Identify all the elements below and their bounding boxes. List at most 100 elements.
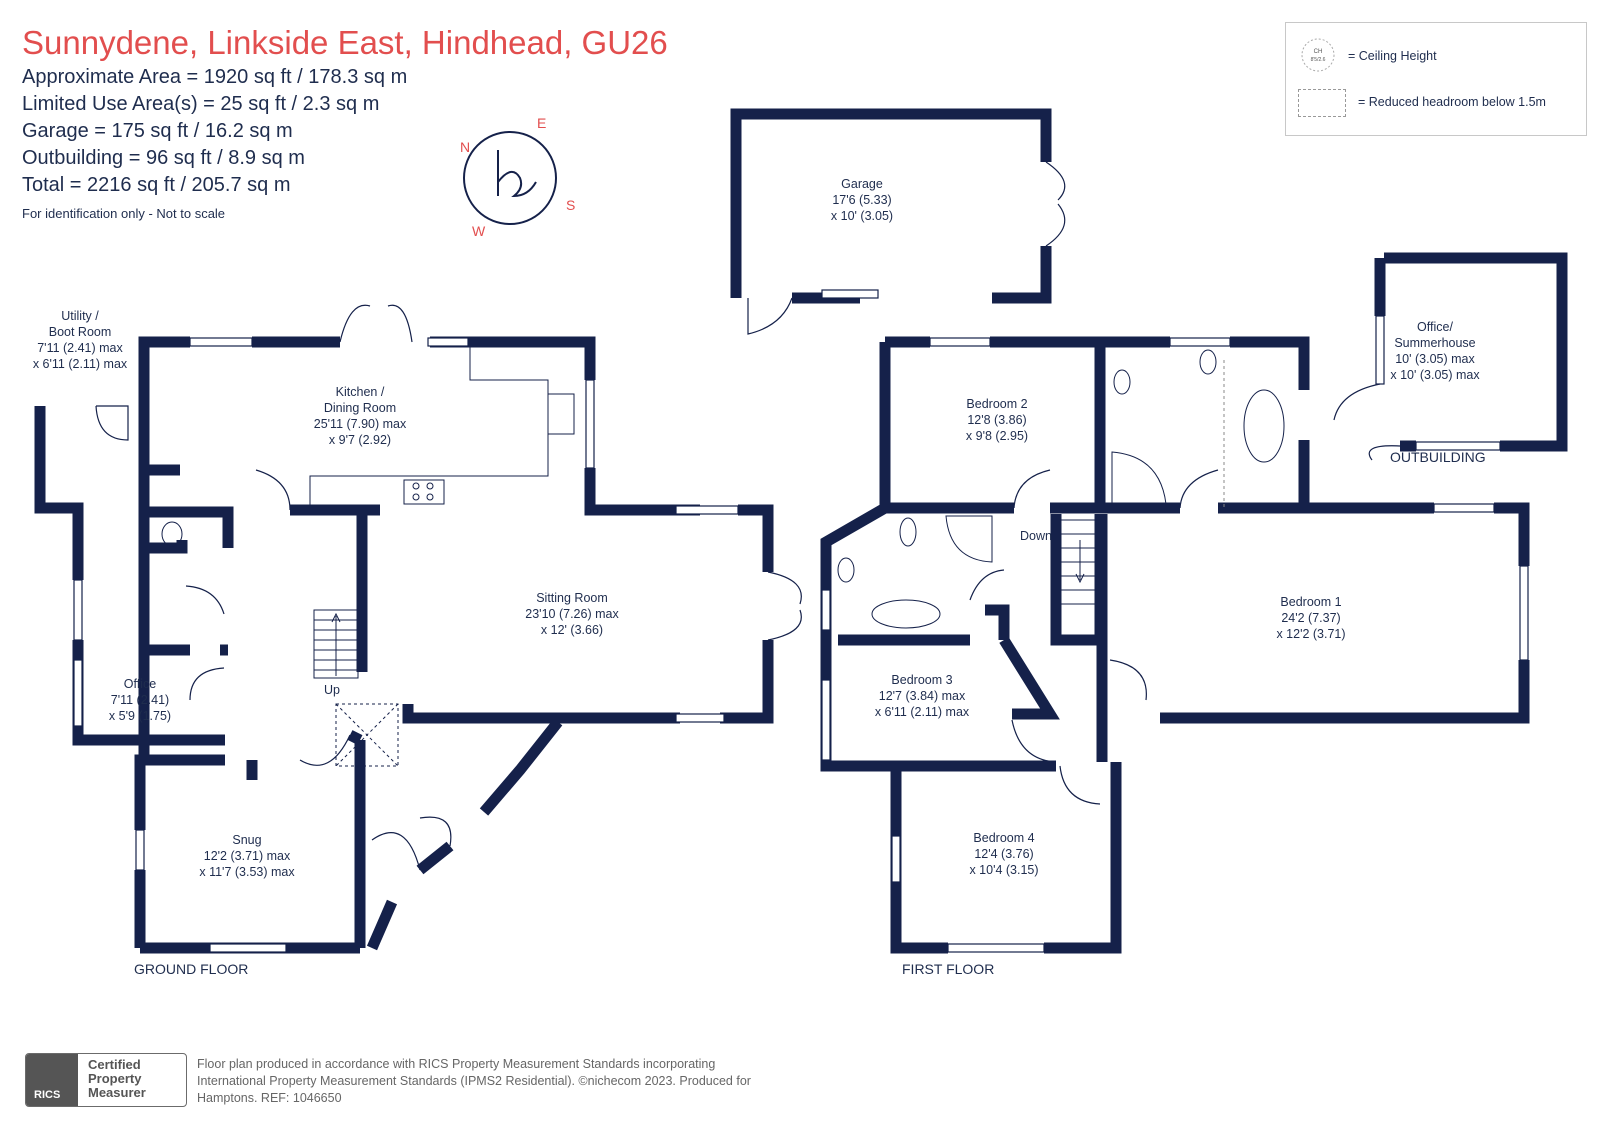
kitchen-units (309, 342, 575, 506)
ensuite-toilet (899, 517, 917, 547)
bathroom-fittings (161, 349, 1285, 629)
ceiling-symbol-top: CH (1314, 49, 1323, 55)
main-basin (1113, 369, 1131, 395)
ensuite-window (821, 589, 831, 631)
compass-logo: N E S W (460, 115, 575, 239)
ensuite-bath (871, 599, 941, 629)
footer-line-3: Hamptons. REF: 1046650 (197, 1091, 342, 1105)
main-bath (1243, 389, 1285, 463)
total-area: Total = 2216 sq ft / 205.7 sq m (22, 174, 291, 196)
wc-door (185, 585, 225, 615)
ceiling-height-icon: CH 8'5/2.6 (1301, 38, 1335, 72)
main-toilet (1199, 349, 1217, 375)
reduced-headroom-swatch (1298, 89, 1346, 117)
stairs-down-label: Down (1020, 529, 1052, 543)
outbuilding-window-side (1375, 315, 1385, 385)
sitting-window-bottom (675, 713, 725, 723)
ground-floor-interior-walls (140, 464, 380, 780)
bedroom4-door (1059, 765, 1101, 805)
wc-toilet (161, 521, 183, 547)
bathroom-window (1169, 337, 1231, 347)
ensuite-shower (945, 515, 993, 563)
front-door (371, 816, 452, 871)
garage-door (1045, 161, 1066, 247)
first-floor-walls (820, 336, 1530, 954)
first-floor-label: FIRST FLOOR (902, 961, 994, 977)
kitchen-window-left (189, 337, 253, 347)
utility-window (73, 579, 83, 641)
identification-note: For identification only - Not to scale (22, 206, 226, 221)
outbuilding-area: Outbuilding = 96 sq ft / 8.9 sq m (22, 147, 305, 169)
garage-window (821, 289, 879, 299)
ground-stair-flight (313, 609, 359, 679)
footer-line-2: International Property Measurement Stand… (197, 1074, 751, 1088)
rics-logo: RICS (26, 1054, 78, 1106)
rics-badge: RICS Certified Property Measurer (25, 1053, 187, 1107)
utility-door (95, 405, 129, 441)
outbuilding-label: OUTBUILDING (1390, 449, 1486, 465)
office-door (189, 667, 225, 701)
bedroom2-door (1013, 469, 1051, 509)
doors (95, 161, 1401, 871)
approximate-area: Approximate Area = 1920 sq ft / 178.3 sq… (22, 66, 408, 88)
kitchen-window-right (427, 337, 469, 347)
hob-ring-1 (412, 482, 420, 490)
ceiling-height-label: = Ceiling Height (1348, 49, 1437, 63)
garage-side-door (747, 297, 793, 335)
ceiling-symbol-bottom: 8'5/2.6 (1311, 57, 1326, 63)
legend: CH 8'5/2.6 = Ceiling Height = Reduced he… (1285, 22, 1587, 136)
hob-ring-3 (412, 493, 420, 501)
page-title: Sunnydene, Linkside East, Hindhead, GU26 (22, 24, 668, 61)
certified-line-2: Property (88, 1071, 142, 1086)
walls (34, 108, 1568, 954)
hob-ring-4 (426, 493, 434, 501)
first-stair-treads (1060, 533, 1098, 605)
reduced-headroom-label: = Reduced headroom below 1.5m (1358, 95, 1546, 109)
first-stair-flight (1059, 519, 1099, 639)
kitchen-sink (547, 393, 575, 435)
ground-stairs (313, 609, 399, 767)
certified-text: Certified Property Measurer (88, 1058, 146, 1100)
main-shower (1111, 451, 1167, 505)
bedroom4-window-bottom (947, 943, 1045, 953)
kitchen-hob (403, 479, 445, 505)
bedroom4-window-side (891, 835, 901, 883)
stairs-up-label: Up (324, 683, 340, 697)
hall-door (255, 469, 291, 511)
snug-door (299, 734, 351, 766)
compass-s: S (566, 197, 575, 213)
sitting-window-top (675, 505, 739, 515)
certified-line-3: Measurer (88, 1085, 146, 1100)
bedroom1-door (1109, 659, 1147, 701)
bedroom1-window-top (1433, 503, 1495, 513)
hall-void (335, 703, 399, 767)
footer-line-1: Floor plan produced in accordance with R… (197, 1057, 716, 1071)
ensuite-basin (837, 557, 855, 583)
outbuilding-window (1415, 441, 1501, 451)
hob-ring-2 (426, 482, 434, 490)
kitchen-window-side (585, 379, 595, 469)
rics-logo-text: RICS (34, 1089, 61, 1101)
bathroom-door (1179, 469, 1219, 509)
sitting-french-doors (767, 571, 802, 641)
compass-w: W (472, 223, 486, 239)
bedroom3-window (821, 679, 831, 761)
office-window (73, 659, 83, 727)
bedroom2-window (929, 337, 991, 347)
outbuilding-door (1333, 383, 1401, 461)
ground-floor-label: GROUND FLOOR (134, 961, 248, 977)
certified-line-1: Certified (88, 1057, 141, 1072)
first-stairs (1059, 519, 1099, 639)
garage-area: Garage = 175 sq ft / 16.2 sq m (22, 120, 293, 142)
compass-n: N (460, 139, 470, 155)
